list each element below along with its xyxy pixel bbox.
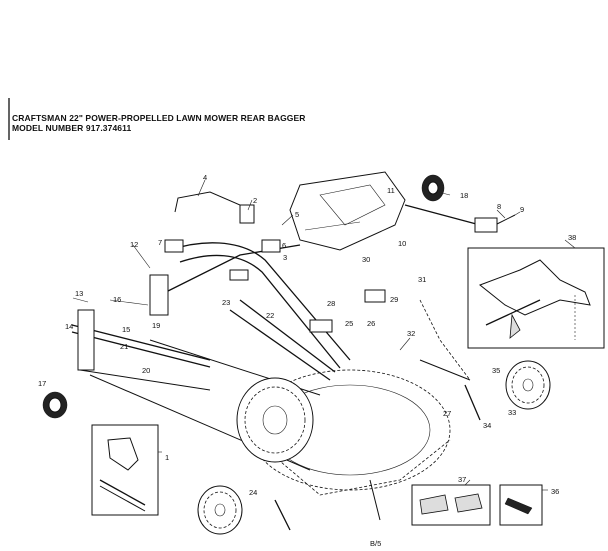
callout-18: 18 xyxy=(460,191,468,200)
front-right-wheel xyxy=(505,360,551,410)
upper-handle-bar xyxy=(174,191,246,216)
front-axle-arms xyxy=(274,359,481,531)
callout-25: 25 xyxy=(345,319,353,328)
diagram-title: CRAFTSMAN 22" POWER-PROPELLED LAWN MOWER… xyxy=(12,113,306,123)
callout-29: 29 xyxy=(390,295,398,304)
callout-4: 4 xyxy=(203,173,207,182)
callout-30: 30 xyxy=(362,255,370,264)
callout-1: 1 xyxy=(165,453,169,462)
left-axle-bracket xyxy=(77,274,169,371)
leader-lines xyxy=(72,179,576,491)
callout-37: 37 xyxy=(458,475,466,484)
callout-20: 20 xyxy=(142,366,150,375)
center-brackets xyxy=(164,204,386,333)
callout-2: 2 xyxy=(253,196,257,205)
callout-24: 24 xyxy=(249,488,257,497)
callout-19: 19 xyxy=(152,321,160,330)
callout-11: 11 xyxy=(387,186,395,195)
callout-36: 36 xyxy=(551,487,559,496)
height-adjust-rod xyxy=(404,204,516,233)
callout-28: 28 xyxy=(327,299,335,308)
left-rear-gear xyxy=(42,391,68,419)
callout-34: 34 xyxy=(483,421,491,430)
callout-14: 14 xyxy=(65,322,73,331)
callout-21: 21 xyxy=(120,342,128,351)
front-left-wheel xyxy=(197,485,243,535)
callout-26: 26 xyxy=(367,319,375,328)
callout-35: 35 xyxy=(492,366,500,375)
rear-axle xyxy=(71,324,211,391)
callout-31: 31 xyxy=(418,275,426,284)
callout-8: 8 xyxy=(497,202,501,211)
callout-6: 6 xyxy=(282,241,286,250)
callout-23: 23 xyxy=(222,298,230,307)
large-rear-wheel xyxy=(236,377,314,463)
callout-17: 17 xyxy=(38,379,46,388)
page-reference: B/5 xyxy=(370,539,381,548)
callout-16: 16 xyxy=(113,295,121,304)
model-number: MODEL NUMBER 917.374611 xyxy=(12,123,132,133)
callout-labels: 1 2 3 4 5 6 7 8 9 10 11 12 13 14 15 16 1… xyxy=(38,173,576,548)
callout-38: 38 xyxy=(568,233,576,242)
callout-3: 3 xyxy=(283,253,287,262)
inset-box-38 xyxy=(467,247,605,349)
callout-13: 13 xyxy=(75,289,83,298)
callout-27: 27 xyxy=(443,409,451,418)
inset-box-36 xyxy=(499,484,543,526)
callout-15: 15 xyxy=(122,325,130,334)
callout-22: 22 xyxy=(266,311,274,320)
callout-9: 9 xyxy=(520,205,524,214)
callout-5: 5 xyxy=(295,210,299,219)
callout-7: 7 xyxy=(158,238,162,247)
drive-cable xyxy=(419,299,471,381)
rear-deflector xyxy=(289,171,406,251)
callout-12: 12 xyxy=(130,240,138,249)
inset-box-37 xyxy=(411,484,491,526)
callout-32: 32 xyxy=(407,329,415,338)
right-rear-gear xyxy=(421,174,445,202)
callout-10: 10 xyxy=(398,239,406,248)
inset-box-1 xyxy=(91,424,159,516)
callout-33: 33 xyxy=(508,408,516,417)
